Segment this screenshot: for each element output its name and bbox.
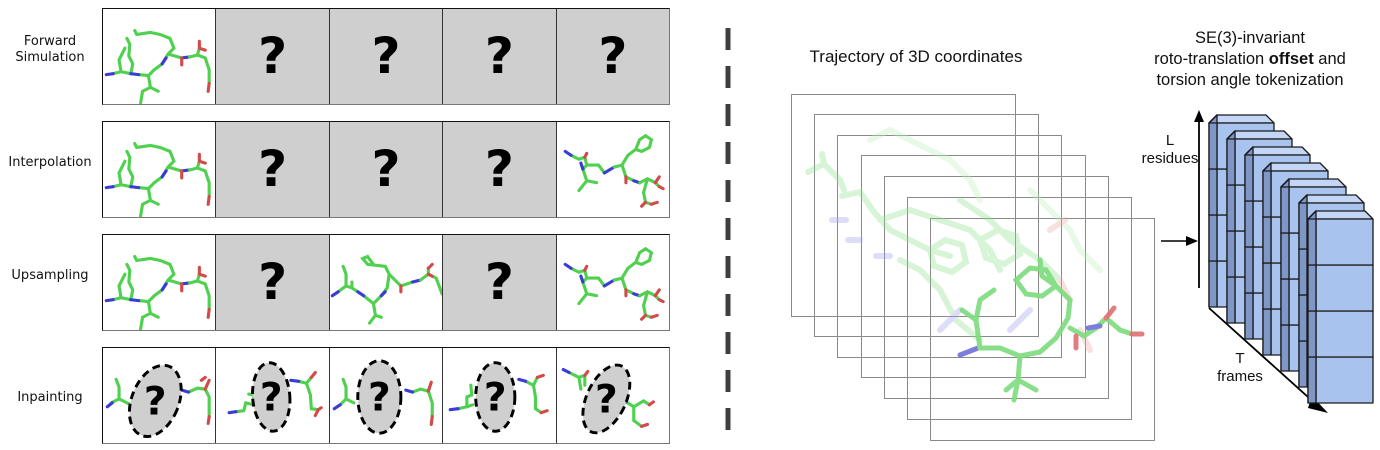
title-fragment: and xyxy=(1313,50,1346,68)
row-label-line: Simulation xyxy=(15,50,85,65)
cell-masked: ? xyxy=(215,9,329,104)
question-mark-icon: ? xyxy=(258,139,288,198)
right-arrow-icon xyxy=(1161,236,1198,246)
axis-label-line: frames xyxy=(1217,368,1263,385)
partial-peptide-icon: ? xyxy=(448,361,549,433)
dashed-divider xyxy=(725,28,731,430)
cell-inpaint: ? xyxy=(328,348,443,443)
title-fragment: roto-translation xyxy=(1154,50,1269,68)
cube-column xyxy=(1307,210,1374,404)
question-mark-icon: ? xyxy=(484,26,514,85)
cell-masked: ? xyxy=(442,235,556,330)
task-row-forward-simulation: ? ? ? ? xyxy=(102,8,670,105)
row-label-line: Interpolation xyxy=(8,155,92,170)
partial-peptide-icon: ? xyxy=(227,361,324,433)
row-label-line: Upsampling xyxy=(11,268,89,283)
l-axis-arrow-icon xyxy=(1194,110,1204,288)
peptide-structure-icon xyxy=(104,254,211,330)
cell-masked: ? xyxy=(442,122,556,217)
peptide-structure-icon xyxy=(330,254,443,325)
svg-text:?: ? xyxy=(144,380,167,425)
cell-masked: ? xyxy=(215,122,329,217)
trajectory-title: Trajectory of 3D coordinates xyxy=(809,47,1023,66)
peptide-structure-icon xyxy=(563,134,665,208)
question-mark-icon: ? xyxy=(258,26,288,85)
peptide-structure-icon xyxy=(104,141,211,217)
partial-peptide-icon: ? xyxy=(332,359,434,435)
trajectory-structures-icon xyxy=(805,126,1145,403)
cell-structure xyxy=(103,122,216,217)
row-label-forward-simulation: Forward Simulation xyxy=(2,34,98,66)
t-frames-label: T frames xyxy=(1200,350,1280,386)
cell-inpaint: ? xyxy=(442,348,556,443)
question-mark-icon: ? xyxy=(484,139,514,198)
partial-peptide-icon: ? xyxy=(105,363,211,438)
trajectory-frame xyxy=(791,94,1016,317)
trajectory-frame xyxy=(861,155,1086,378)
svg-text:?: ? xyxy=(484,376,507,421)
cell-structure xyxy=(328,235,443,330)
cell-masked: ? xyxy=(442,9,556,104)
cell-structure xyxy=(103,235,216,330)
svg-text:?: ? xyxy=(368,376,391,421)
question-mark-icon: ? xyxy=(598,26,628,85)
trajectory-frame xyxy=(907,197,1132,420)
l-residues-label: L residues xyxy=(1140,132,1200,168)
cell-masked: ? xyxy=(215,235,329,330)
peptide-structure-icon xyxy=(563,247,665,321)
cell-structure xyxy=(555,122,670,217)
task-row-interpolation: ? ? ? xyxy=(102,121,670,218)
peptide-structure-icon xyxy=(104,28,211,104)
trajectory-frame xyxy=(884,176,1109,399)
title-line: roto-translation offset and xyxy=(1122,49,1378,70)
title-line: SE(3)-invariant xyxy=(1194,29,1306,47)
trajectory-frame xyxy=(814,114,1039,337)
title-line: torsion angle tokenization xyxy=(1156,71,1344,89)
row-label-line: Inpainting xyxy=(17,390,83,405)
axis-label-line: T xyxy=(1235,350,1245,367)
partial-peptide-icon: ? xyxy=(561,363,655,435)
trajectory-frame xyxy=(930,218,1155,441)
trajectory-frame xyxy=(837,135,1062,358)
task-row-inpainting: ? ? xyxy=(102,347,670,444)
row-label-inpainting: Inpainting xyxy=(2,390,98,406)
token-cube-grid xyxy=(1208,114,1374,404)
cell-masked: ? xyxy=(555,9,670,104)
row-label-line: Forward xyxy=(23,34,77,49)
row-label-upsampling: Upsampling xyxy=(2,268,98,284)
task-row-upsampling: ? ? xyxy=(102,234,670,331)
question-mark-icon: ? xyxy=(371,139,401,198)
cell-inpaint: ? xyxy=(555,348,670,443)
svg-text:?: ? xyxy=(595,378,618,423)
cell-inpaint: ? xyxy=(215,348,329,443)
row-label-interpolation: Interpolation xyxy=(2,155,98,171)
title-bold-fragment: offset xyxy=(1268,50,1314,68)
tokenization-title: SE(3)-invariant roto-translation offset … xyxy=(1122,28,1378,91)
question-mark-icon: ? xyxy=(484,252,514,311)
cell-structure xyxy=(555,235,670,330)
question-mark-icon: ? xyxy=(371,26,401,85)
svg-text:?: ? xyxy=(260,376,283,421)
cell-masked: ? xyxy=(328,9,443,104)
axis-label-line: L xyxy=(1165,132,1175,149)
cell-inpaint: ? xyxy=(103,348,216,443)
axis-label-line: residues xyxy=(1141,150,1199,167)
question-mark-icon: ? xyxy=(258,252,288,311)
cell-masked: ? xyxy=(328,122,443,217)
cell-structure xyxy=(103,9,216,104)
